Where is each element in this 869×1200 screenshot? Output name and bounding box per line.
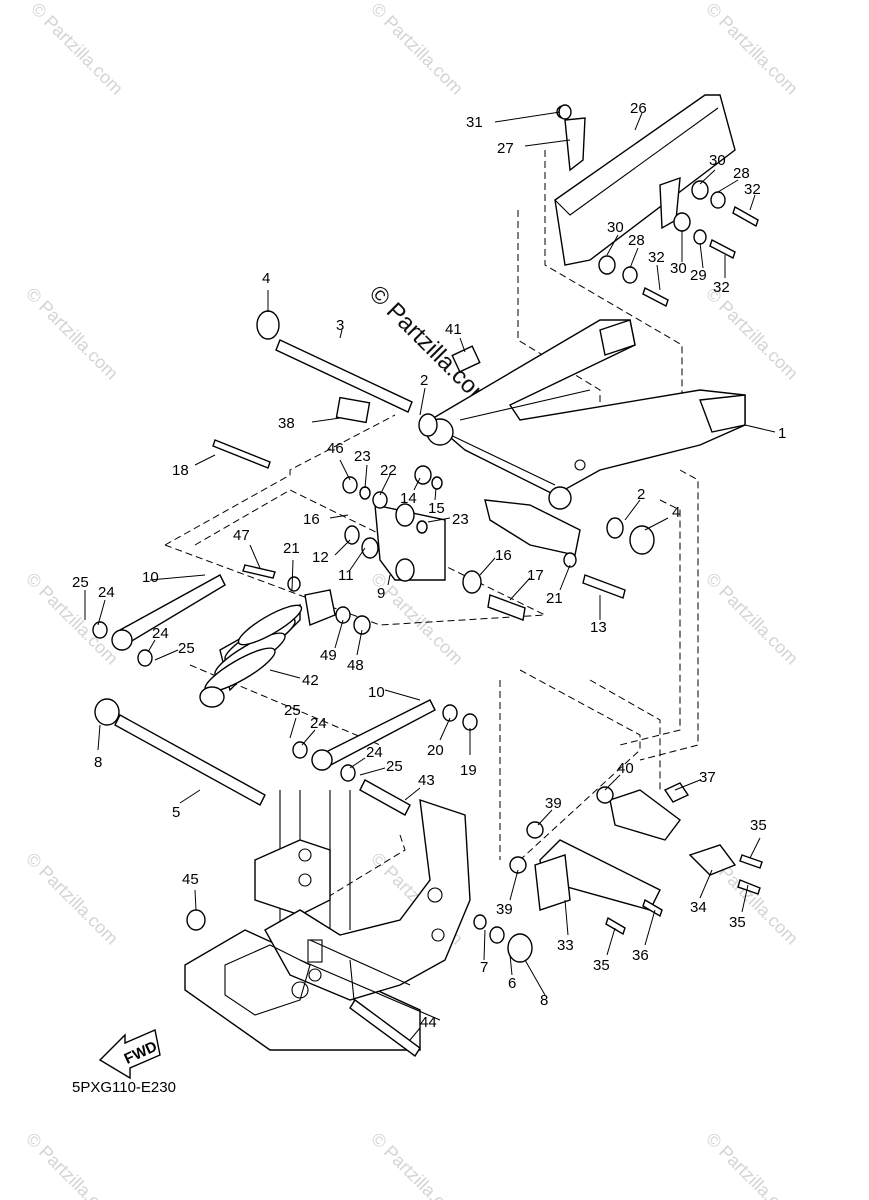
callout-45: 45	[182, 871, 199, 888]
callout-22: 22	[380, 462, 397, 479]
callout-30: 30	[607, 219, 624, 236]
callout-5: 5	[172, 804, 180, 821]
callout-25: 25	[178, 640, 195, 657]
callout-4: 4	[262, 270, 270, 287]
relay-linkage	[92, 499, 581, 782]
callout-24: 24	[366, 744, 383, 761]
callout-30: 30	[670, 260, 687, 277]
callout-20: 20	[427, 742, 444, 759]
watermark: © Partzilla.com	[22, 1129, 122, 1200]
watermark: © Partzilla.com	[702, 1129, 802, 1200]
watermark: © Partzilla.com	[367, 0, 467, 99]
callout-39: 39	[545, 795, 562, 812]
swingarm	[426, 319, 746, 510]
callout-16: 16	[495, 547, 512, 564]
callout-6: 6	[508, 975, 516, 992]
callout-48: 48	[347, 657, 364, 674]
callout-23: 23	[452, 511, 469, 528]
callout-47: 47	[233, 527, 250, 544]
callout-13: 13	[590, 619, 607, 636]
callout-19: 19	[460, 762, 477, 779]
callout-4: 4	[672, 504, 680, 521]
chain-case	[554, 94, 736, 266]
callout-33: 33	[557, 937, 574, 954]
watermark: © Partzilla.com	[22, 849, 122, 949]
callout-9: 9	[377, 585, 385, 602]
callout-44: 44	[420, 1014, 437, 1031]
callout-18: 18	[172, 462, 189, 479]
callout-29: 29	[690, 267, 707, 284]
callout-11: 11	[338, 567, 354, 584]
callout-43: 43	[418, 772, 435, 789]
callout-36: 36	[632, 947, 649, 964]
callout-2: 2	[637, 486, 645, 503]
watermark: © Partzilla.com	[27, 0, 127, 99]
callout-21: 21	[546, 590, 563, 607]
callout-12: 12	[312, 549, 329, 566]
callout-32: 32	[713, 279, 730, 296]
watermark: © Partzilla.com	[702, 0, 802, 99]
leader-lines	[84, 111, 776, 1041]
frame-assembly	[184, 790, 471, 1051]
callout-41: 41	[445, 321, 462, 338]
callout-14: 14	[400, 490, 417, 507]
callout-25: 25	[386, 758, 403, 775]
callout-24: 24	[98, 584, 115, 601]
watermark: © Partzilla.com	[22, 284, 122, 384]
hardware-items	[287, 104, 759, 731]
callout-24: 24	[310, 715, 327, 732]
callout-49: 49	[320, 647, 337, 664]
callout-10: 10	[142, 569, 159, 586]
callout-17: 17	[527, 567, 544, 584]
callout-24: 24	[152, 625, 169, 642]
rear-shock-absorber	[199, 589, 336, 708]
callout-25: 25	[284, 702, 301, 719]
callout-46: 46	[327, 440, 344, 457]
lower-guard	[509, 782, 763, 936]
callout-32: 32	[744, 181, 761, 198]
callout-30: 30	[709, 152, 726, 169]
callout-39: 39	[496, 901, 513, 918]
callout-26: 26	[630, 100, 647, 117]
callout-40: 40	[617, 760, 634, 777]
callout-labels: 1 2 2 3 4 4 5 6 7 8 8 9 10 10 11 12 13 1…	[72, 100, 786, 1031]
callout-28: 28	[628, 232, 645, 249]
callout-28: 28	[733, 165, 750, 182]
shafts-and-bolts	[94, 439, 626, 1058]
callout-37: 37	[699, 769, 716, 786]
callout-10: 10	[368, 684, 385, 701]
callout-3: 3	[336, 317, 344, 334]
watermark: © Partzilla.com	[367, 569, 467, 669]
callout-27: 27	[497, 140, 514, 157]
callout-8: 8	[540, 992, 548, 1009]
callout-8: 8	[94, 754, 102, 771]
callout-31: 31	[466, 114, 483, 131]
callout-35: 35	[729, 914, 746, 931]
callout-35: 35	[750, 817, 767, 834]
callout-35: 35	[593, 957, 610, 974]
pivot-shaft	[256, 310, 655, 555]
callout-1: 1	[778, 425, 786, 442]
callout-34: 34	[690, 899, 707, 916]
callout-21: 21	[283, 540, 300, 557]
watermark: © Partzilla.com	[367, 1129, 467, 1200]
watermark: © Partzilla.com	[702, 284, 802, 384]
callout-7: 7	[480, 959, 488, 976]
fwd-arrow: FWD	[98, 1029, 161, 1080]
callout-16: 16	[303, 511, 320, 528]
callout-42: 42	[302, 672, 319, 689]
callout-15: 15	[428, 500, 445, 517]
diagram-code: 5PXG110-E230	[72, 1079, 176, 1096]
callout-25: 25	[72, 574, 89, 591]
callout-32: 32	[648, 249, 665, 266]
callout-2: 2	[420, 372, 428, 389]
callout-23: 23	[354, 448, 371, 465]
watermark: © Partzilla.com	[702, 569, 802, 669]
callout-38: 38	[278, 415, 295, 432]
